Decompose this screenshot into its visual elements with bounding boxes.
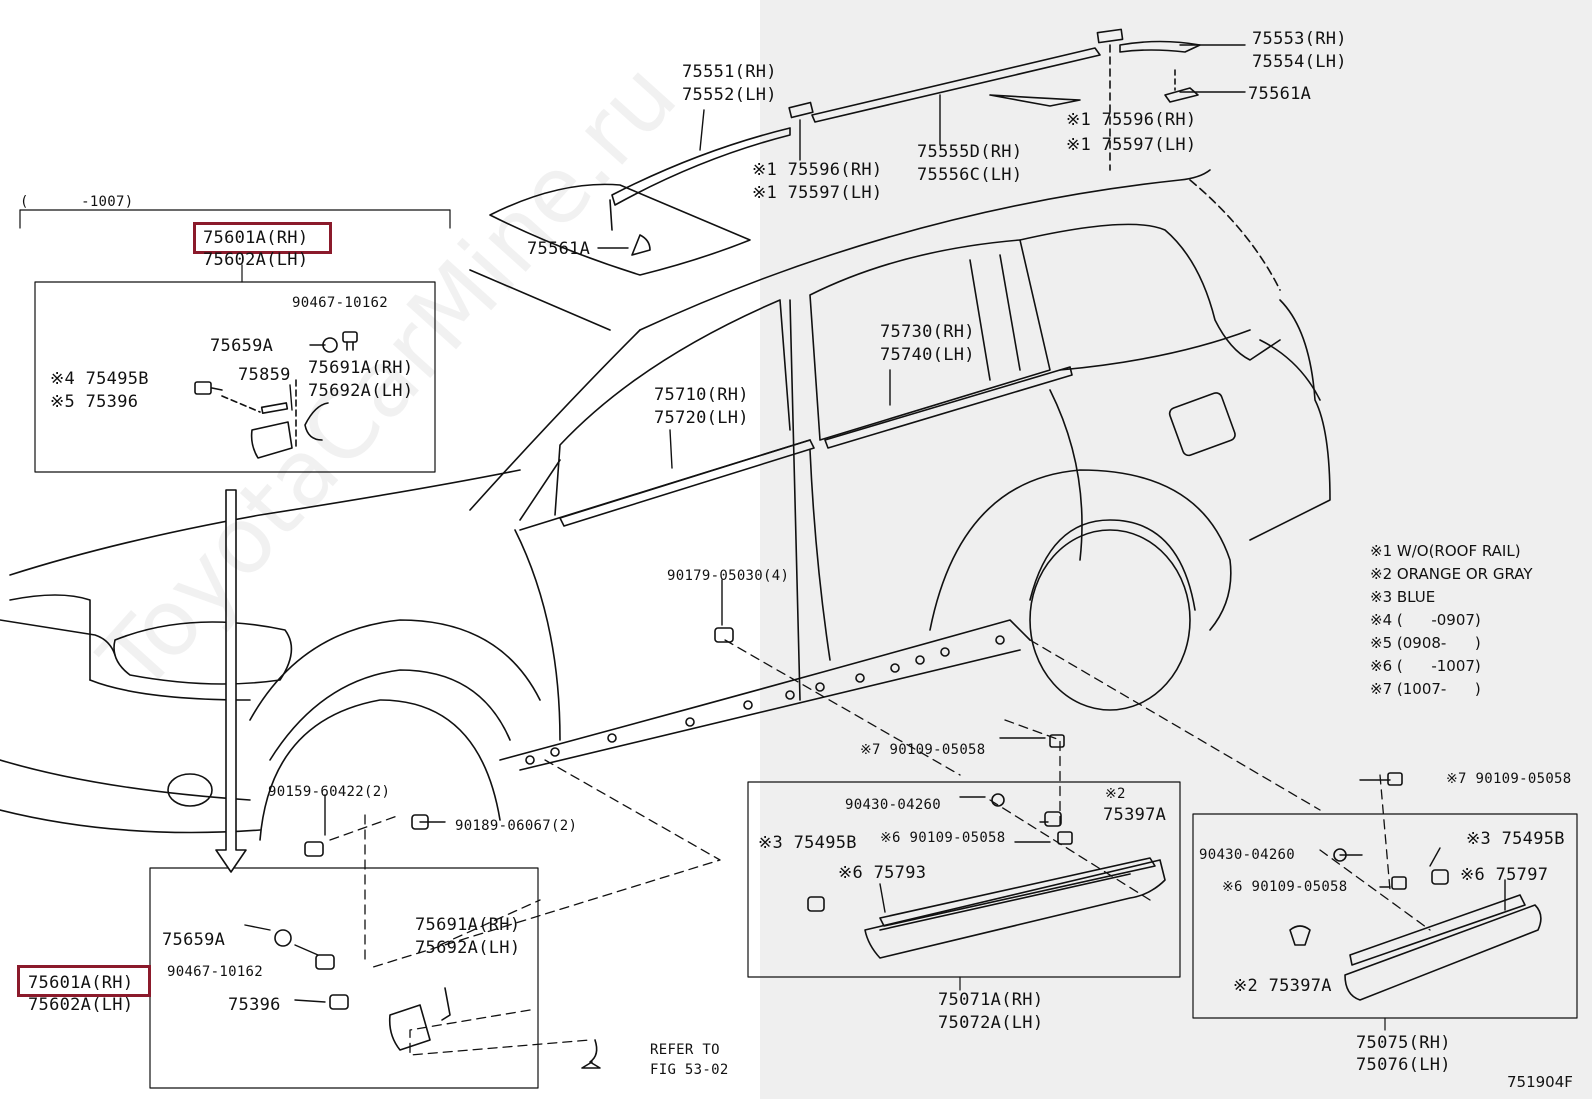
mid-label-90430: 90430-04260 <box>845 797 942 813</box>
note-6: ※6 ( -1007) <box>1370 657 1481 675</box>
callout-75553: 75553(RH) <box>1252 29 1347 49</box>
rocker-clip-holes <box>525 627 1005 765</box>
right-label-90430: 90430-04260 <box>1199 847 1296 863</box>
callout-75730: 75730(RH) <box>880 322 975 342</box>
callout-75720: 75720(LH) <box>654 408 749 428</box>
mid-label-90109-top: ※7 90109-05058 <box>860 742 986 758</box>
right-label-75495b: ※3 75495B <box>1466 829 1565 849</box>
assembly-dashed-lines <box>329 639 1431 1056</box>
callout-90159: 90159-60422(2) <box>268 784 391 800</box>
inset-top-range: ( -1007) <box>20 194 134 210</box>
note-3: ※3 BLUE <box>1370 588 1436 606</box>
callout-75552: 75552(LH) <box>682 85 777 105</box>
refer-to-line1[interactable]: REFER TO <box>650 1042 720 1058</box>
refer-to-line2[interactable]: FIG 53-02 <box>650 1062 729 1078</box>
note-1: ※1 W/O(ROOF RAIL) <box>1370 542 1521 560</box>
figure-number: 751904F <box>1507 1073 1573 1091</box>
callout-75554: 75554(LH) <box>1252 52 1347 72</box>
inset-bottom-part-rh[interactable]: 75601A(RH) <box>28 973 134 993</box>
down-arrow <box>215 489 247 873</box>
highlight-box-bottom <box>17 965 151 997</box>
note-7: ※7 (1007- ) <box>1370 680 1481 698</box>
callout-90189: 90189-06067(2) <box>455 818 578 834</box>
inset-top-part-lh[interactable]: 75602A(LH) <box>203 250 309 270</box>
right-label-75797: ※6 75797 <box>1460 865 1549 885</box>
label-75691a-top: 75691A(RH) <box>308 358 414 378</box>
highlight-box-top <box>193 222 332 254</box>
callout-75561a-top: 75561A <box>1248 84 1312 104</box>
label-75692a-bottom: 75692A(LH) <box>415 938 521 958</box>
label-75396-top: ※5 75396 <box>50 392 139 412</box>
right-part-rh[interactable]: 75075(RH) <box>1356 1033 1451 1053</box>
right-label-90109: ※6 90109-05058 <box>1222 879 1348 895</box>
mid-label-90109: ※6 90109-05058 <box>880 830 1006 846</box>
right-part-lh[interactable]: 75076(LH) <box>1356 1055 1451 1075</box>
inset-top-parts <box>194 331 358 459</box>
callout-90179: 90179-05030(4) <box>667 568 790 584</box>
leader-lines <box>244 44 1506 1003</box>
label-75692a-top: 75692A(LH) <box>308 381 414 401</box>
callout-75597-left: ※1 75597(LH) <box>752 183 883 203</box>
callout-75740: 75740(LH) <box>880 345 975 365</box>
right-box-parts <box>1289 772 1542 1001</box>
callout-75561a-roof: 75561A <box>527 239 591 259</box>
label-75659a-top: 75659A <box>210 336 274 356</box>
note-4: ※4 ( -0907) <box>1370 611 1481 629</box>
vehicle-outline <box>0 169 1331 841</box>
background-shaded-panel <box>760 0 1592 1099</box>
mid-label-75397a: 75397A <box>1103 805 1167 825</box>
label-90467-top: 90467-10162 <box>292 295 389 311</box>
callout-75551: 75551(RH) <box>682 62 777 82</box>
label-75691a-bottom: 75691A(RH) <box>415 915 521 935</box>
label-75495b-top: ※4 75495B <box>50 369 149 389</box>
callout-75555d: 75555D(RH) <box>917 142 1023 162</box>
right-label-75397a: ※2 75397A <box>1233 976 1332 996</box>
inset-bottom-parts <box>274 814 601 1069</box>
callout-75597-right: ※1 75597(LH) <box>1066 135 1197 155</box>
mid-box-parts <box>807 734 1166 959</box>
callout-75556c: 75556C(LH) <box>917 165 1023 185</box>
callout-75596-left: ※1 75596(RH) <box>752 160 883 180</box>
inset-bottom-part-lh[interactable]: 75602A(LH) <box>28 995 134 1015</box>
note-2: ※2 ORANGE OR GRAY <box>1370 565 1533 583</box>
mid-part-lh[interactable]: 75072A(LH) <box>938 1013 1044 1033</box>
mid-part-rh[interactable]: 75071A(RH) <box>938 990 1044 1010</box>
label-75659a-bottom: 75659A <box>162 930 226 950</box>
roof-molding-parts <box>609 28 1201 256</box>
note-5: ※5 (0908- ) <box>1370 634 1481 652</box>
label-75396-bottom: 75396 <box>228 995 281 1015</box>
right-label-90109-top: ※7 90109-05058 <box>1446 771 1572 787</box>
callout-75596-right: ※1 75596(RH) <box>1066 110 1197 130</box>
label-75859-top: 75859 <box>238 365 291 385</box>
mid-label-75793: ※6 75793 <box>838 863 927 883</box>
mid-label-75495b: ※3 75495B <box>758 833 857 853</box>
mid-label-75397-note: ※2 <box>1105 786 1126 802</box>
label-90467-bottom: 90467-10162 <box>167 964 264 980</box>
inset-top-part-rh[interactable]: 75601A(RH) <box>203 228 309 248</box>
callout-75710: 75710(RH) <box>654 385 749 405</box>
belt-molding-parts <box>559 366 1073 527</box>
